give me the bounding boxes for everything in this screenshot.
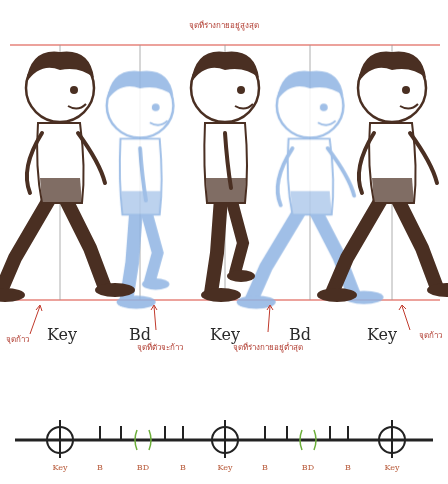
frame-label: Key <box>367 326 397 344</box>
timeline-label: B <box>262 464 268 473</box>
note-label: จุดก้าว <box>6 336 29 345</box>
note-label: จุดที่ร่างกายอยู่สูงสุด <box>189 22 259 31</box>
timeline-label: Key <box>52 464 67 473</box>
frame-label: Key <box>47 326 77 344</box>
timeline-label: Key <box>217 464 232 473</box>
note-label: จุดที่ตัวจะก้าว <box>137 344 183 353</box>
timeline-label: Key <box>384 464 399 473</box>
note-label: จุดที่ร่างกายอยู่ต่ำสุด <box>233 344 303 353</box>
timeline-label: B <box>97 464 103 473</box>
frame-label: Key <box>210 326 240 344</box>
timeline-label: B <box>345 464 351 473</box>
frame-label: Bd <box>289 326 311 344</box>
timeline-label: BD <box>302 464 314 473</box>
timeline-label: BD <box>137 464 149 473</box>
note-label: จุดก้าว <box>419 332 442 341</box>
frame-label: Bd <box>129 326 151 344</box>
timeline-label: B <box>180 464 186 473</box>
